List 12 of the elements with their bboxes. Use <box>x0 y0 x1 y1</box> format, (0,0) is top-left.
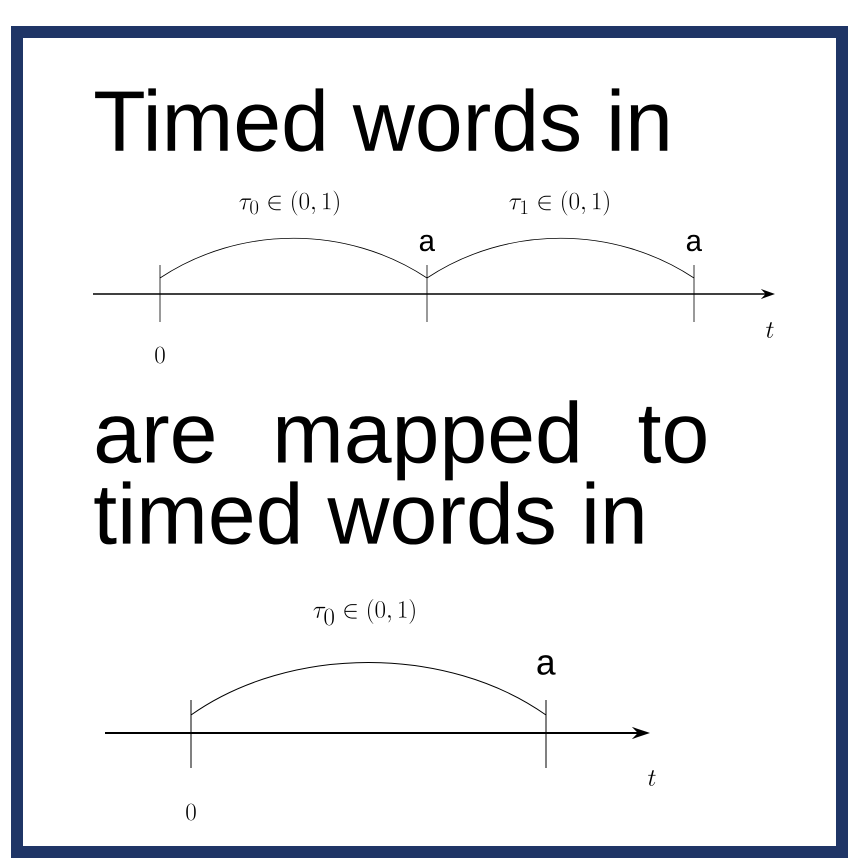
formula-label: $\tau_0 \in (0,1)$ <box>239 190 339 216</box>
event-label: a <box>537 655 556 675</box>
formula-label: $\tau_1 \in (0,1)$ <box>509 190 609 216</box>
tick-label: $0$ <box>186 804 196 820</box>
event-label: a <box>420 234 435 252</box>
heading-text: Timed words in <box>95 88 668 152</box>
formula-label: $\tau_0 \in (0,1)$ <box>314 598 415 626</box>
heading-text: are mapped to timed words in <box>94 400 706 545</box>
axis-label: $t$ <box>648 770 656 786</box>
axis-label: $t$ <box>766 322 774 338</box>
event-label: a <box>686 234 702 252</box>
tick-label: $0$ <box>155 346 165 364</box>
